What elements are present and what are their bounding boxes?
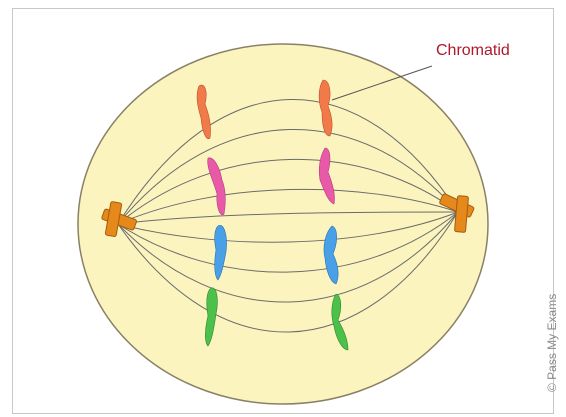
- copyright-text: © Pass My Exams: [545, 294, 559, 392]
- cell-membrane: [78, 44, 488, 404]
- chromatid-label: Chromatid: [436, 42, 510, 60]
